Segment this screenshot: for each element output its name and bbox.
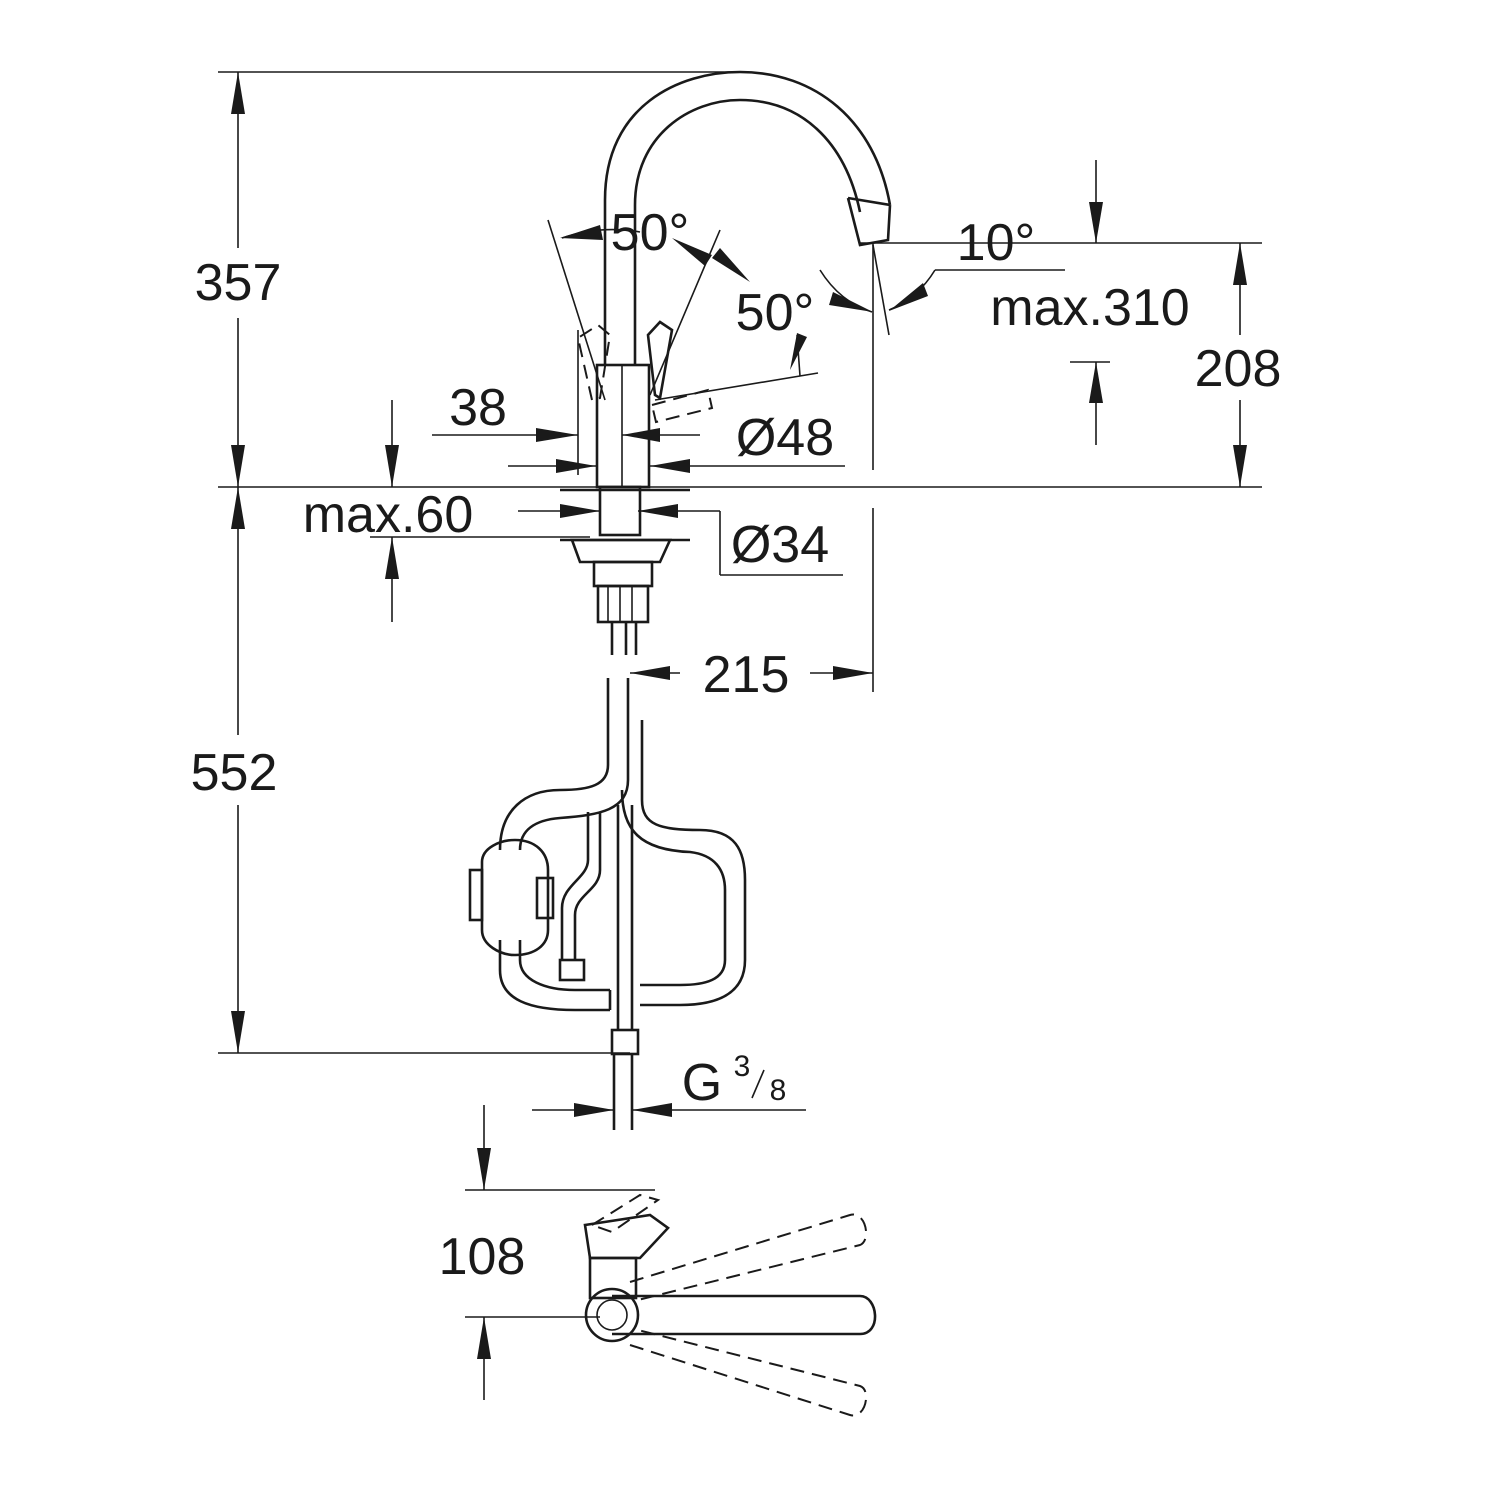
dimension-g38: G 3 8 <box>532 1050 806 1117</box>
dim-38-label: 38 <box>449 379 507 437</box>
dim-max310-label: max.310 <box>990 279 1189 337</box>
dim-g38-num: 3 <box>734 1050 751 1083</box>
dim-max60-label: max.60 <box>303 486 474 544</box>
dim-g38-main: G <box>682 1054 722 1112</box>
dim-357-label: 357 <box>195 254 282 312</box>
dim-50deg-right-label: 50° <box>736 284 815 342</box>
dimension-215: 215 <box>630 508 874 704</box>
dimension-208: 208 <box>1190 243 1290 487</box>
dimension-38: 38 <box>432 330 700 475</box>
faucet-spout <box>603 70 892 365</box>
faucet-body <box>560 320 714 624</box>
dimension-552: 552 <box>180 487 290 1053</box>
dim-g38-den: 8 <box>770 1074 787 1107</box>
dimension-max310: max.310 <box>990 160 1190 445</box>
dim-10deg-label: 10° <box>957 214 1036 272</box>
dim-108-label: 108 <box>439 1228 526 1286</box>
dimension-max60: max.60 <box>303 400 590 622</box>
faucet-top-view <box>583 1193 877 1417</box>
dimension-108: 108 <box>439 1105 655 1400</box>
faucet-hoses <box>468 622 747 1130</box>
dimension-10deg: 10° <box>819 214 1065 470</box>
dim-208-label: 208 <box>1195 340 1282 398</box>
dimension-dia34: Ø34 <box>518 504 843 576</box>
dimension-dia48: Ø48 <box>508 409 845 473</box>
dim-dia34-label: Ø34 <box>731 516 829 574</box>
dimension-50deg-left: 50° <box>547 204 721 401</box>
dim-dia48-label: Ø48 <box>736 409 834 467</box>
dimension-357: 357 <box>180 72 290 487</box>
dimension-50deg-right: 50° <box>654 248 819 401</box>
dim-552-label: 552 <box>191 744 278 802</box>
dim-50deg-left-label: 50° <box>611 204 690 262</box>
dim-215-label: 215 <box>703 646 790 704</box>
